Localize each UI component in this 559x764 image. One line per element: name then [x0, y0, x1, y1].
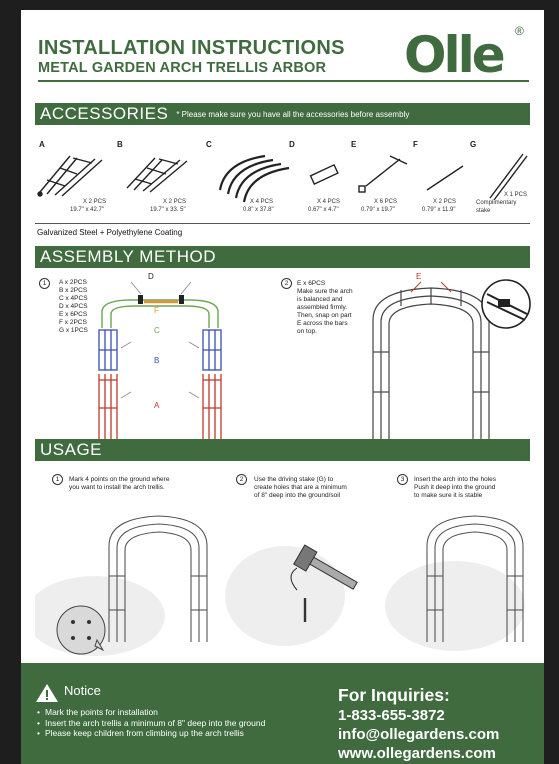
assembly-label-f: F — [154, 306, 159, 315]
coating-note: Galvanized Steel + Polyethylene Coating — [37, 228, 183, 237]
accessories-divider — [35, 223, 530, 224]
assembly-step-2-number: 2 — [281, 278, 292, 289]
part-e-letter: E — [351, 140, 357, 149]
usage-step-2-text: Use the driving stake (G) to create hole… — [254, 476, 347, 499]
assembly-step-1-list: A x 2PCS B x 2PCS C x 4PCS D x 4PCS E x … — [59, 279, 88, 335]
part-g-qty: X 1 PCS — [504, 192, 528, 198]
part-c-size: 0.8" x 37.8" — [243, 207, 274, 213]
part-d-letter: D — [289, 140, 295, 149]
page-subtitle: METAL GARDEN ARCH TRELLIS ARBOR — [38, 60, 327, 76]
brand-logo: Olle — [404, 26, 506, 84]
part-d-drawing — [309, 163, 339, 185]
footer-panel: Notice Mark the points for installation … — [21, 663, 544, 764]
part-g-size: Complimentary — [476, 200, 517, 206]
usage-illustrations — [35, 515, 525, 656]
email-link[interactable]: info@ollegardens.com — [338, 726, 500, 743]
assembly-step-1-diagram — [98, 281, 222, 442]
part-e-callout-arrows — [410, 281, 452, 293]
ground-points-callout — [56, 605, 106, 655]
usage-band: USAGE — [35, 439, 530, 461]
part-c-letter: C — [206, 140, 212, 149]
warning-icon — [36, 684, 58, 702]
list-item: Insert the arch trellis a minimum of 8" … — [37, 718, 265, 729]
usage-step-3-text: Insert the arch into the holes Push it d… — [414, 476, 497, 499]
usage-step-1-number: 1 — [52, 474, 63, 485]
part-b-drawing — [126, 157, 188, 193]
accessory-drawings — [37, 153, 528, 203]
list-item: Mark the points for installation — [37, 707, 265, 718]
part-d-size: 0.67" x 4.7" — [308, 207, 339, 213]
assembly-band: ASSEMBLY METHOD — [35, 246, 530, 268]
part-e-drawing — [358, 155, 408, 193]
usage-step-3-number: 3 — [397, 474, 408, 485]
assembly-label-d: D — [148, 272, 154, 281]
assembly-label-b: B — [154, 356, 160, 365]
part-g-size-2: stake — [476, 208, 491, 214]
part-e-qty: X 6 PCS — [374, 199, 398, 205]
usage-heading: USAGE — [40, 440, 103, 459]
notice-title: Notice — [64, 683, 101, 698]
part-b-blue-sections — [98, 329, 222, 371]
part-a-size: 19.7" x 42.7" — [70, 207, 104, 213]
assembly-heading: ASSEMBLY METHOD — [40, 247, 216, 266]
part-d-connectors — [138, 295, 184, 304]
accessories-band: ACCESSORIES * Please make sure you have … — [35, 103, 530, 125]
list-item: F x 2PCS — [59, 319, 87, 326]
part-c-green-arches — [101, 299, 219, 328]
header-divider — [38, 80, 529, 82]
part-b-size: 19.7" x 33. 5" — [150, 207, 186, 213]
list-item: C x 4PCS — [59, 295, 88, 302]
part-c-drawing — [218, 154, 290, 203]
part-f-qty: X 2 PCS — [433, 199, 457, 205]
usage-arch-1 — [108, 515, 208, 642]
website-link[interactable]: www.ollegardens.com — [338, 745, 496, 762]
list-item: E x 6PCS — [59, 311, 88, 318]
assembly-label-e: E — [416, 272, 422, 281]
list-item: D x 4PCS — [59, 303, 88, 310]
usage-step-2-number: 2 — [236, 474, 247, 485]
part-a-letter: A — [39, 140, 45, 149]
assembly-step-2-diagram — [372, 279, 531, 442]
zoom-detail-bars — [486, 293, 528, 321]
part-g-drawing — [489, 153, 528, 201]
assembly-step-1-number: 1 — [39, 278, 50, 289]
inquiries-heading: For Inquiries: — [338, 685, 450, 705]
part-d-qty: X 4 PCS — [317, 199, 341, 205]
list-item: G x 1PCS — [59, 327, 88, 334]
part-a-qty: X 2 PCS — [83, 199, 107, 205]
hammer-stake-icon — [290, 544, 358, 622]
part-f-letter: F — [413, 140, 418, 149]
part-b-qty: X 2 PCS — [163, 199, 187, 205]
list-item: A x 2PCS — [59, 279, 87, 286]
page-title: INSTALLATION INSTRUCTIONS — [38, 37, 345, 59]
part-b-letter: B — [117, 140, 123, 149]
assembly-step-2-text: E x 6PCS Make sure the arch is balanced … — [297, 280, 353, 335]
list-item: Please keep children from climbing up th… — [37, 728, 265, 739]
part-e-size: 0.79" x 19.7" — [361, 207, 395, 213]
part-f-size: 0.79" x 11.9" — [422, 207, 456, 213]
part-a-red-sections — [98, 374, 222, 442]
accessories-note: * Please make sure you have all the acce… — [176, 109, 410, 119]
part-g-letter: G — [470, 140, 477, 149]
assembly-arrows — [120, 281, 200, 399]
list-item: B x 2PCS — [59, 287, 88, 294]
registered-mark: ® — [515, 24, 524, 38]
notice-list: Mark the points for installation Insert … — [37, 707, 265, 739]
assembly-label-c: C — [154, 326, 160, 335]
usage-step-1-text: Mark 4 points on the ground where you wa… — [69, 476, 170, 491]
assembly-label-a: A — [154, 401, 160, 410]
instruction-sheet: INSTALLATION INSTRUCTIONS METAL GARDEN A… — [21, 10, 544, 764]
part-f-drawing — [426, 165, 464, 191]
usage-arch-3 — [426, 515, 524, 642]
part-a-drawing — [37, 155, 103, 197]
part-c-qty: X 4 PCS — [250, 199, 274, 205]
phone-number[interactable]: 1-833-655-3872 — [338, 707, 445, 724]
accessories-heading: ACCESSORIES — [40, 104, 169, 123]
